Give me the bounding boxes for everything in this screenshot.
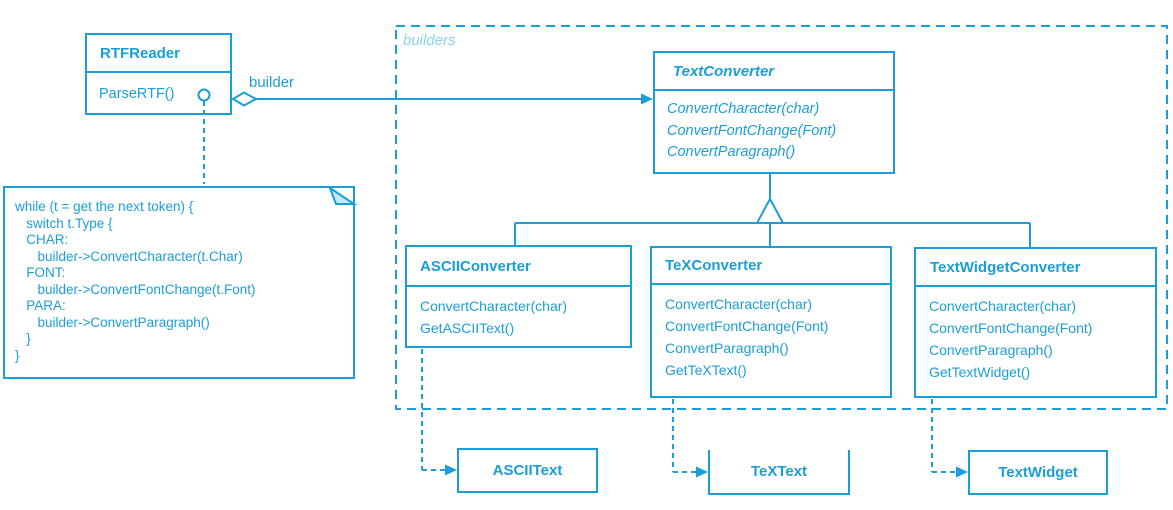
class-box-textwidgetconverter: TextWidgetConverter ConvertCharacter(cha… — [914, 247, 1157, 398]
method-parsertf: ParseRTF() — [99, 86, 175, 102]
code-line: FONT: — [15, 265, 66, 280]
method-convertcharacter: ConvertCharacter(char) — [929, 298, 1077, 314]
method-convertparagraph: ConvertParagraph() — [667, 144, 796, 160]
class-title-asciiconverter: ASCIIConverter — [407, 247, 630, 287]
association-arrowhead-icon — [641, 93, 653, 105]
product-box-asciitext: ASCIIText — [457, 448, 598, 493]
class-title-texconverter: TeXConverter — [652, 248, 890, 285]
method-convertparagraph: ConvertParagraph() — [665, 340, 789, 356]
product-label-textext: TeXText — [750, 463, 808, 480]
product-label-asciitext: ASCIIText — [492, 462, 563, 479]
code-line: CHAR: — [15, 232, 69, 247]
class-box-texconverter: TeXConverter ConvertCharacter(char) Conv… — [650, 246, 892, 398]
method-getasciitext: GetASCIIText() — [420, 320, 515, 336]
class-title-rtfreader: RTFReader — [87, 35, 230, 73]
class-box-textconverter: TextConverter ConvertCharacter(char) Con… — [653, 51, 895, 174]
code-line: builder->ConvertParagraph() — [15, 314, 210, 330]
boundary-label: builders — [403, 32, 456, 49]
code-line: } — [15, 347, 20, 363]
code-note: while (t = get the next token) { switch … — [3, 186, 355, 379]
class-box-asciiconverter: ASCIIConverter ConvertCharacter(char) Ge… — [405, 245, 632, 348]
code-line: builder->ConvertFontChange(t.Font) — [15, 281, 256, 297]
code-line: PARA: — [15, 298, 66, 313]
method-convertfontchange: ConvertFontChange(Font) — [929, 320, 1093, 336]
method-convertcharacter: ConvertCharacter(char) — [420, 298, 568, 314]
method-gettextext: GetTeXText() — [665, 362, 747, 378]
method-convertcharacter: ConvertCharacter(char) — [665, 296, 813, 312]
class-title-textconverter: TextConverter — [655, 53, 893, 91]
method-convertfontchange: ConvertFontChange(Font) — [665, 318, 829, 334]
product-box-textext: TeXText — [708, 450, 850, 495]
code-line: } — [15, 331, 31, 346]
code-line: builder->ConvertCharacter(t.Char) — [15, 248, 243, 264]
method-gettextwidget: GetTextWidget() — [929, 364, 1031, 380]
method-convertparagraph: ConvertParagraph() — [929, 342, 1053, 358]
aggregation-diamond-icon — [231, 91, 259, 107]
method-convertfontchange: ConvertFontChange(Font) — [667, 122, 837, 139]
product-box-textwidget: TextWidget — [968, 450, 1108, 495]
code-line: switch t.Type { — [15, 215, 113, 231]
class-box-rtfreader: RTFReader ParseRTF() — [85, 33, 232, 115]
method-convertcharacter: ConvertCharacter(char) — [667, 101, 820, 117]
inheritance-triangle-icon — [755, 196, 785, 224]
creates-arrowhead-icon — [696, 466, 708, 478]
creates-arrowhead-icon — [956, 466, 968, 478]
aggregation-role-label: builder — [249, 74, 295, 91]
class-title-textwidgetconverter: TextWidgetConverter — [916, 249, 1155, 287]
creates-arrowhead-icon — [445, 464, 457, 476]
code-line: while (t = get the next token) { — [15, 199, 194, 214]
product-label-textwidget: TextWidget — [998, 464, 1078, 481]
